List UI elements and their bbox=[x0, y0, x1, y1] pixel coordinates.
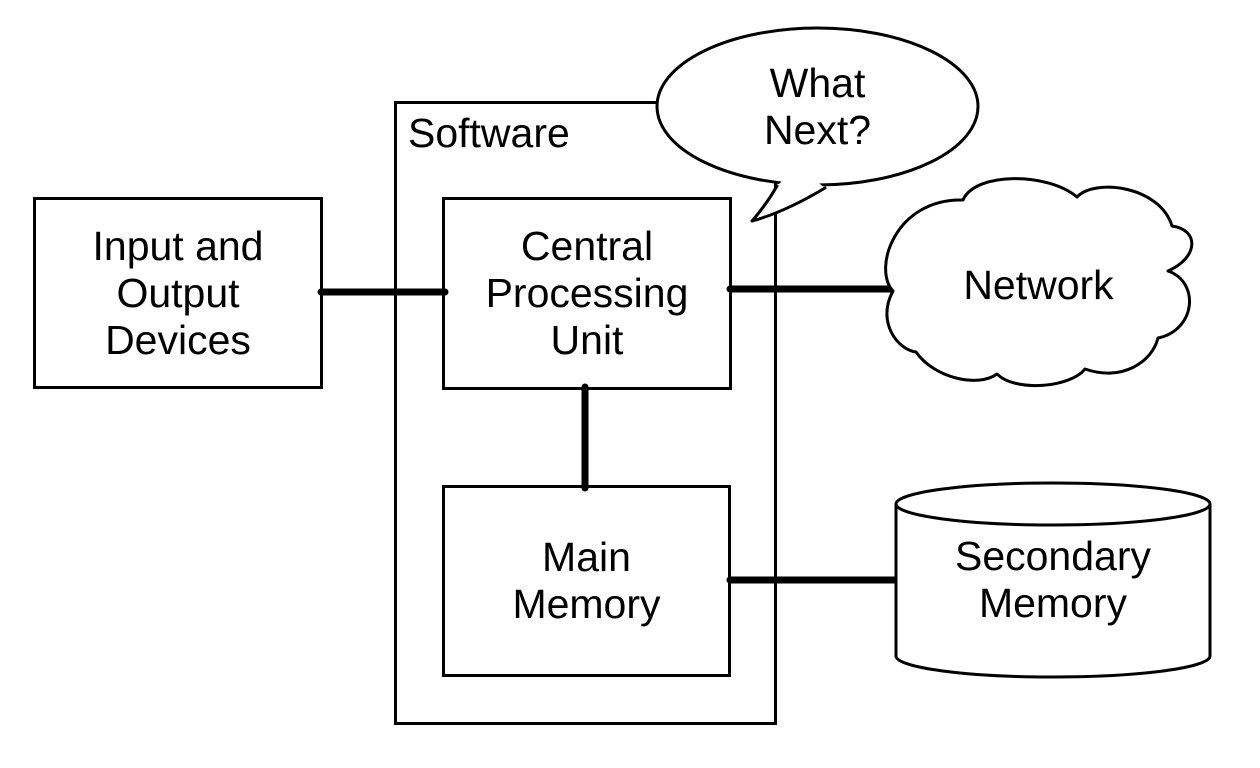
software-container-box bbox=[394, 101, 777, 725]
secondary-memory-cylinder-shape bbox=[894, 481, 1212, 679]
io-devices-label: Input and Output Devices bbox=[92, 222, 264, 363]
software-label: Software bbox=[408, 110, 570, 156]
speech-bubble-tail-fill bbox=[752, 166, 825, 221]
speech-bubble-tail-outline bbox=[750, 184, 827, 223]
secondary-memory-label: Secondary Memory bbox=[954, 533, 1151, 626]
cylinder-body bbox=[894, 504, 1212, 679]
network-cloud-shape bbox=[884, 177, 1194, 388]
network-label: Network bbox=[963, 262, 1114, 308]
cpu-label: Central Processing Unit bbox=[485, 223, 689, 363]
speech-bubble-shape bbox=[655, 26, 980, 223]
what-next-label: What Next? bbox=[763, 59, 872, 153]
main-memory-label: Main Memory bbox=[512, 534, 661, 627]
cylinder-top bbox=[894, 481, 1212, 527]
